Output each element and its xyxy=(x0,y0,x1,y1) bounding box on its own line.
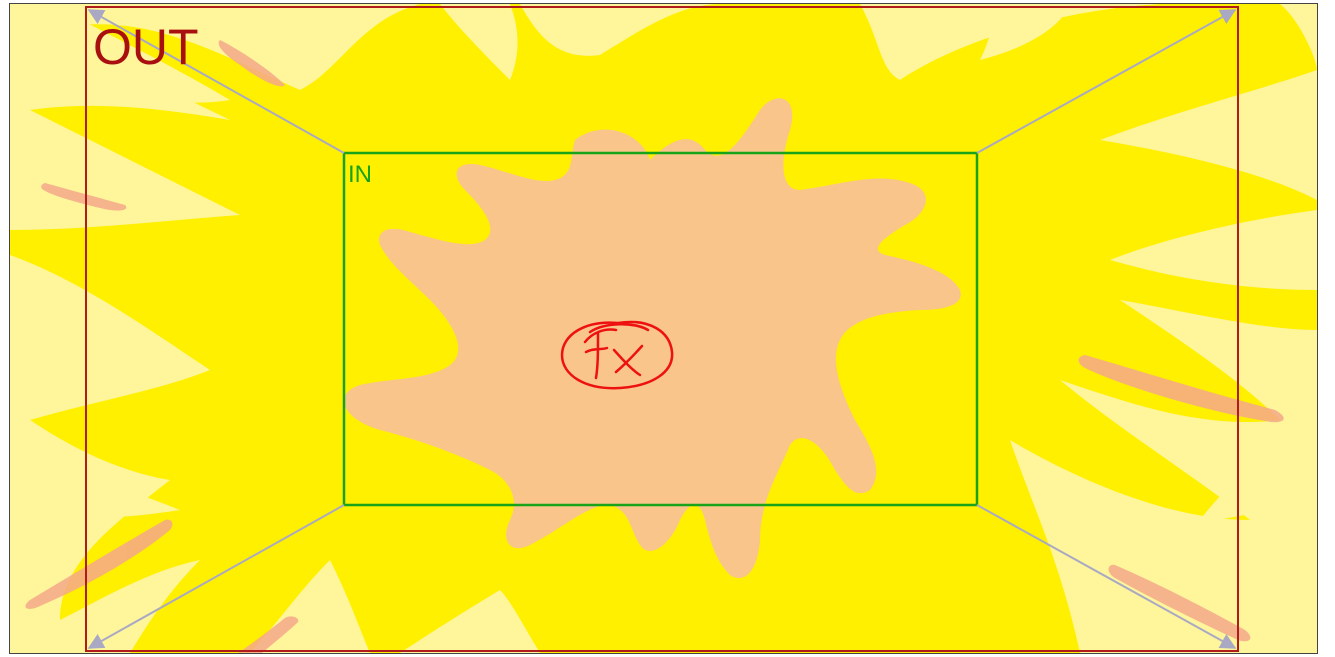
out-label: OUT xyxy=(93,19,199,75)
in-label: IN xyxy=(348,161,372,188)
